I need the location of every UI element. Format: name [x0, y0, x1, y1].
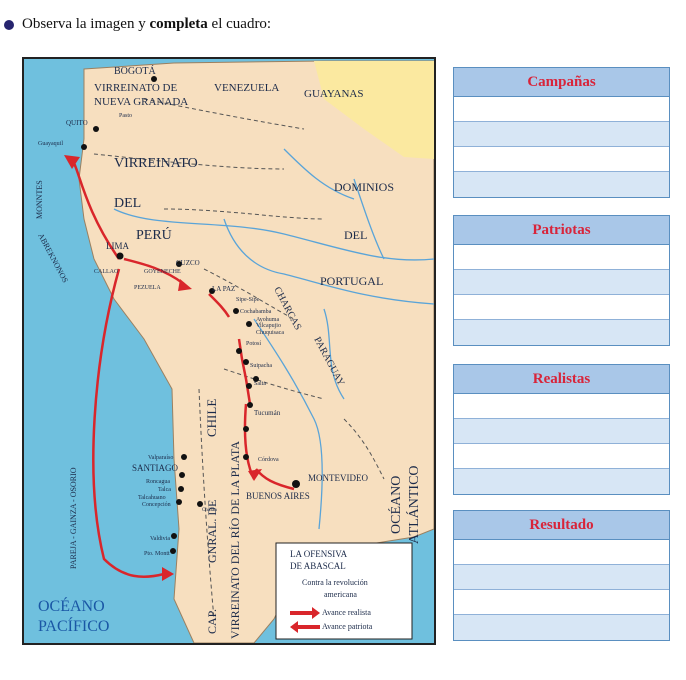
label-oceano-pac-1: OCÉANO	[38, 596, 105, 615]
label-valparaiso: Valparaíso	[148, 455, 173, 461]
borders	[93, 98, 385, 620]
header-campanas: Campañas	[454, 68, 669, 97]
label-chile: CHILE	[204, 399, 219, 437]
resultado-row[interactable]	[454, 565, 669, 590]
label-cap: CAP.	[205, 609, 219, 634]
campanas-row[interactable]	[454, 172, 669, 197]
label-virreinato-peru-1: VIRREINATO	[114, 156, 198, 171]
label-cochabamba: Cochabamba	[240, 309, 272, 315]
label-santiago: SANTIAGO	[132, 463, 178, 473]
label-chillan: Chillán	[202, 508, 217, 513]
label-lima: LIMA	[106, 241, 129, 251]
legend-title-1: LA OFENSIVA	[290, 549, 348, 559]
realistas-row[interactable]	[454, 444, 669, 469]
label-talca: Talca	[158, 487, 171, 493]
label-valdivia: Valdivia	[150, 536, 170, 542]
label-callao: CALLAO	[94, 269, 119, 275]
patriotas-row[interactable]	[454, 320, 669, 345]
label-sipe: Sipe-Sipe	[236, 297, 260, 303]
label-venezuela: VENEZUELA	[214, 82, 279, 94]
label-potosi: Potosí	[246, 341, 261, 347]
realistas-row[interactable]	[454, 469, 669, 494]
label-oceano-atl-1: OCÉANO	[387, 476, 404, 534]
label-montevideo: MONTEVIDEO	[308, 473, 368, 483]
legend-realist-arrow-icon	[290, 607, 320, 619]
label-tucuman: Tucumán	[254, 409, 281, 417]
arrow-heads	[64, 155, 262, 581]
label-la-paz: LA PAZ	[212, 285, 235, 293]
label-oceano-pac-2: PACÍFICO	[38, 616, 109, 635]
legend-subtitle-1: Contra la revolución	[302, 578, 368, 587]
label-chuquisaca: Chuquisaca	[256, 330, 284, 336]
campanas-row[interactable]	[454, 122, 669, 147]
table-campanas: Campañas	[453, 67, 670, 198]
label-guayanas: GUAYANAS	[304, 88, 364, 100]
resultado-row[interactable]	[454, 540, 669, 565]
bullet-icon	[4, 19, 14, 30]
label-dominios: DOMINIOS	[334, 180, 394, 194]
label-cuzco: CUZCO	[176, 259, 200, 267]
header-patriotas: Patriotas	[454, 216, 669, 245]
label-suipacha: Suipacha	[250, 363, 272, 369]
patriotas-row[interactable]	[454, 270, 669, 295]
rivers	[113, 148, 434, 530]
patriotas-row[interactable]	[454, 295, 669, 320]
resultado-row[interactable]	[454, 615, 669, 640]
label-pto-montt: Pto. Montt	[144, 551, 170, 557]
table-resultado: Resultado	[453, 510, 670, 641]
instruction-suffix: el cuadro:	[207, 16, 272, 32]
campanas-row[interactable]	[454, 147, 669, 172]
label-pezuela: PEZUELA	[134, 285, 161, 291]
label-pareja: PAREJA - GAINZA - OSORIO	[69, 467, 78, 569]
label-virreinato-peru-2: DEL	[114, 196, 141, 211]
historical-map: BOGOTÁ VIRREINATO DE NUEVA GRANADA Pasto…	[22, 57, 436, 645]
label-quito: QUITO	[66, 119, 88, 127]
label-portugal: PORTUGAL	[320, 274, 383, 288]
label-oceano-atl-2: ATLÁNTICO	[405, 465, 422, 544]
campanas-row[interactable]	[454, 97, 669, 122]
label-del: DEL	[344, 228, 367, 242]
label-guayaquil: Guayaquil	[38, 141, 63, 147]
label-virreinato-ng-2: NUEVA GRANADA	[94, 96, 188, 108]
label-abreknonos: ABREKNONOS	[36, 232, 70, 284]
legend-title-2: DE ABASCAL	[290, 561, 346, 571]
label-buenos-aires: BUENOS AIRES	[246, 491, 310, 501]
legend-realist-label: Avance realista	[322, 608, 371, 617]
label-bogota: BOGOTÁ	[114, 65, 156, 77]
map-legend: LA OFENSIVA DE ABASCAL Contra la revoluc…	[275, 542, 413, 640]
legend-patriot-arrow-icon	[290, 621, 320, 633]
header-resultado: Resultado	[454, 511, 669, 540]
patriotas-row[interactable]	[454, 245, 669, 270]
label-talcahuano: Talcahuano	[138, 495, 166, 501]
label-virreinato-ng-1: VIRREINATO DE	[94, 82, 177, 94]
instruction-bold: completa	[149, 16, 208, 32]
label-salta: Salta	[254, 381, 266, 387]
city-dots	[81, 76, 300, 554]
guayanas-region	[314, 61, 434, 159]
south-america-land	[78, 60, 434, 643]
label-cordova: Córdova	[258, 457, 279, 463]
table-realistas: Realistas	[453, 364, 670, 495]
label-virreinato-peru-3: PERÚ	[136, 226, 172, 243]
label-roncagua: Roncagua	[146, 479, 170, 485]
label-concepcion: Concepción	[142, 502, 171, 508]
realistas-row[interactable]	[454, 394, 669, 419]
legend-subtitle-2: americana	[324, 590, 357, 599]
label-virreinato-rp: VIRREINATO DEL RÍO DE LA PLATA	[228, 441, 242, 639]
label-goyeneche: GOYENECHE	[144, 269, 181, 275]
label-vilcapujio: Vilcapujio	[256, 323, 281, 329]
instruction-prefix: Observa la imagen y	[22, 16, 150, 32]
table-patriotas: Patriotas	[453, 215, 670, 346]
header-realistas: Realistas	[454, 365, 669, 394]
realistas-row[interactable]	[454, 419, 669, 444]
resultado-row[interactable]	[454, 590, 669, 615]
label-pasto: Pasto	[119, 113, 132, 119]
legend-patriot-label: Avance patriota	[322, 622, 373, 631]
label-monteverde: MONNTES	[35, 180, 44, 219]
label-ayohuma: Ayohuma	[256, 317, 279, 323]
label-gnral: GNRAL. DE	[205, 500, 219, 563]
map-svg: BOGOTÁ VIRREINATO DE NUEVA GRANADA Pasto…	[35, 60, 434, 643]
instruction-text: Observa la imagen y completa el cuadro:	[4, 16, 271, 33]
